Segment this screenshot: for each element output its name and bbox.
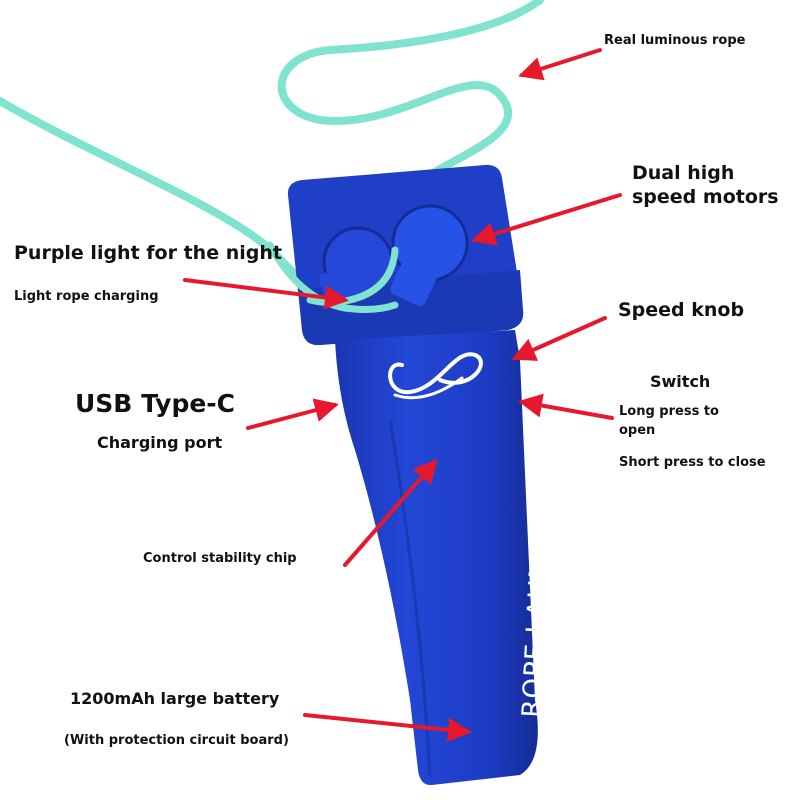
infinity-swoosh-icon [388,352,483,400]
label-short-press: Short press to close [619,455,766,470]
arrow-purple-light [183,278,349,310]
arrow-luminous-rope [518,48,602,81]
dual-motor-wheels [319,204,469,307]
arrow-dual-motors [471,193,622,246]
label-charging-port: Charging port [97,433,223,452]
label-battery: 1200mAh large battery [70,689,280,708]
label-dual-motors-line2: speed motors [632,186,779,208]
label-long-press-line1: Long press to [619,404,719,419]
arrow-battery [303,713,472,742]
arrow-speed-knob [511,316,607,361]
label-switch: Switch [650,372,711,391]
label-real-luminous-rope: Real luminous rope [604,33,746,48]
label-usb-type-c: USB Type-C [75,389,236,418]
arrow-switch [518,393,614,420]
device-handle [335,330,538,786]
arrow-control-chip [343,458,438,567]
arrow-usb [246,398,339,430]
label-long-press-line2: open [619,423,656,438]
label-protection-board: (With protection circuit board) [64,733,289,748]
label-purple-light: Purple light for the night [14,242,282,264]
label-light-rope-charging: Light rope charging [14,289,159,304]
callout-arrows [183,48,622,742]
label-control-chip: Control stability chip [143,551,297,566]
label-speed-knob: Speed knob [618,299,745,321]
label-dual-motors-line1: Dual high [632,162,735,184]
